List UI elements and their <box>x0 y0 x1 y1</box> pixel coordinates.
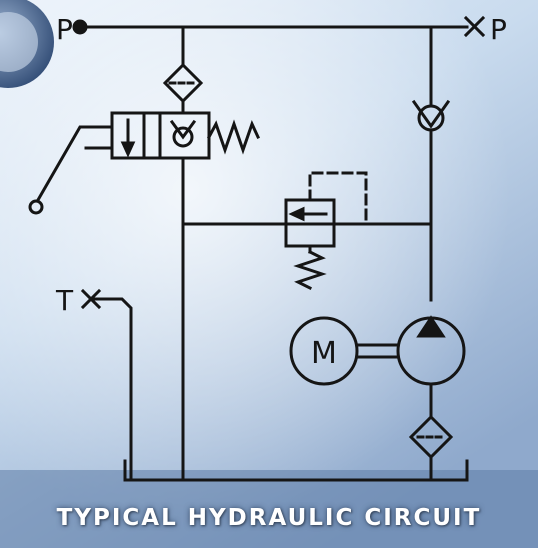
pressure-port-label-right: P <box>490 13 507 46</box>
tank-reservoir <box>123 459 469 482</box>
filter-icon <box>408 414 454 460</box>
diagram-caption: TYPICAL HYDRAULIC CIRCUIT <box>56 505 482 531</box>
spring-icon <box>206 119 260 155</box>
relief-valve-icon <box>284 171 368 291</box>
motor-label: M <box>311 336 337 371</box>
pump-icon <box>396 315 466 386</box>
motor-icon <box>289 316 359 386</box>
directional-valve-icon <box>110 111 211 160</box>
pressure-port-x <box>463 15 486 38</box>
pressure-port-dot <box>72 19 88 35</box>
gear-icon <box>0 0 54 88</box>
lever-icon <box>28 125 114 215</box>
pressure-port-label-left: P <box>56 13 73 46</box>
tank-port-label: T <box>55 284 74 317</box>
filter-icon <box>162 62 204 104</box>
check-valve-icon <box>411 99 451 132</box>
tank-return-line <box>89 297 133 482</box>
